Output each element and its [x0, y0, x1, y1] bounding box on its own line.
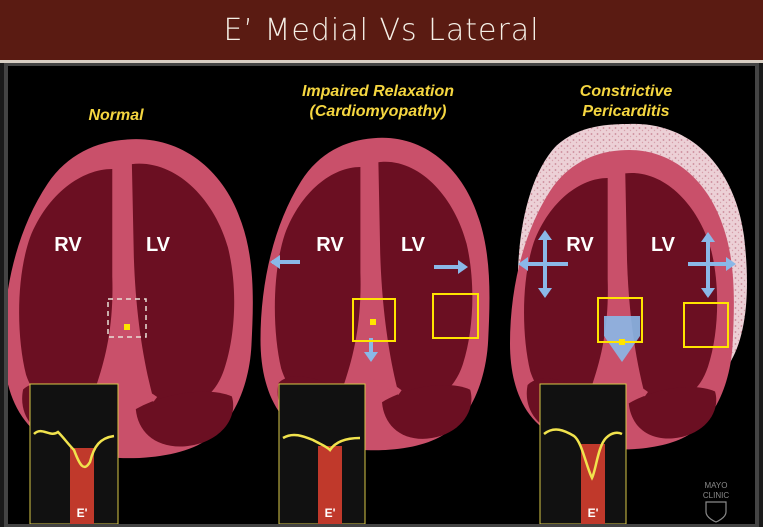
svg-text:MAYO: MAYO: [705, 481, 728, 490]
panel-heading-line1: Impaired Relaxation: [302, 83, 454, 100]
annulus-marker: [124, 324, 130, 330]
tissue-doppler-impaired: E': [279, 384, 365, 524]
lv-label: LV: [651, 234, 676, 256]
doppler-label-e-prime: E': [588, 506, 599, 520]
rv-label: RV: [316, 234, 344, 256]
lv-label: LV: [401, 234, 426, 256]
panel-impaired-relaxation: Impaired Relaxation (Cardiomyopathy) RV …: [261, 83, 490, 524]
panel-heading-line2: (Cardiomyopathy): [310, 103, 447, 120]
svg-text:CLINIC: CLINIC: [703, 491, 729, 500]
heart-diagram: Normal RV LV E' Impaired Relaxation (Car…: [8, 66, 755, 524]
mayo-clinic-logo: MAYO CLINIC: [703, 481, 729, 522]
panel-normal: Normal RV LV E': [8, 107, 253, 524]
lv-label: LV: [146, 234, 171, 256]
panel-heading-line1: Constrictive: [580, 83, 673, 100]
rv-label: RV: [54, 234, 82, 256]
doppler-label-e-prime: E': [77, 506, 88, 520]
slide-title: E’ Medial Vs Lateral: [0, 0, 763, 63]
panel-heading-line2: Pericarditis: [582, 103, 669, 120]
diagram-panel: Normal RV LV E' Impaired Relaxation (Car…: [8, 66, 755, 524]
tissue-doppler-constrictive: E': [540, 384, 626, 524]
rv-label: RV: [566, 234, 594, 256]
panel-heading-normal: Normal: [88, 107, 144, 124]
doppler-label-e-prime: E': [325, 506, 336, 520]
tissue-doppler-normal: E': [30, 384, 118, 524]
panel-constrictive-pericarditis: Constrictive Pericarditis RV LV E': [510, 83, 747, 524]
